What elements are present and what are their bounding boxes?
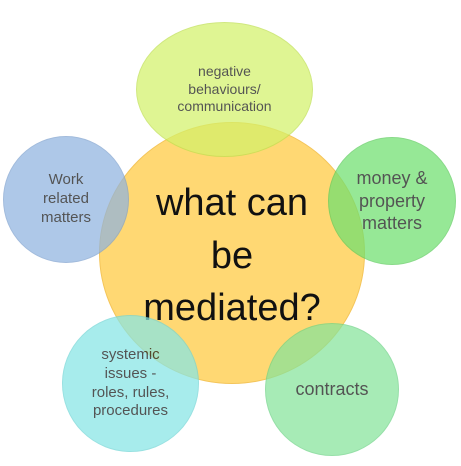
center-label: what can be mediated? [143,182,321,330]
node-contracts: contracts [265,323,399,456]
node-label-bottom-left: systemic issues - roles, rules, procedur… [91,346,170,420]
node-label-left: Work related matters [40,171,91,226]
node-negative-behaviours: negative behaviours/ communication [136,22,313,157]
node-label-top: negative behaviours/ communication [177,63,272,115]
node-label-bottom-right: contracts [295,379,369,400]
node-work-related: Work related matters [3,136,129,263]
node-systemic-issues: systemic issues - roles, rules, procedur… [62,315,199,452]
node-money-property: money & property matters [328,137,456,265]
node-label-right: money & property matters [356,168,428,234]
